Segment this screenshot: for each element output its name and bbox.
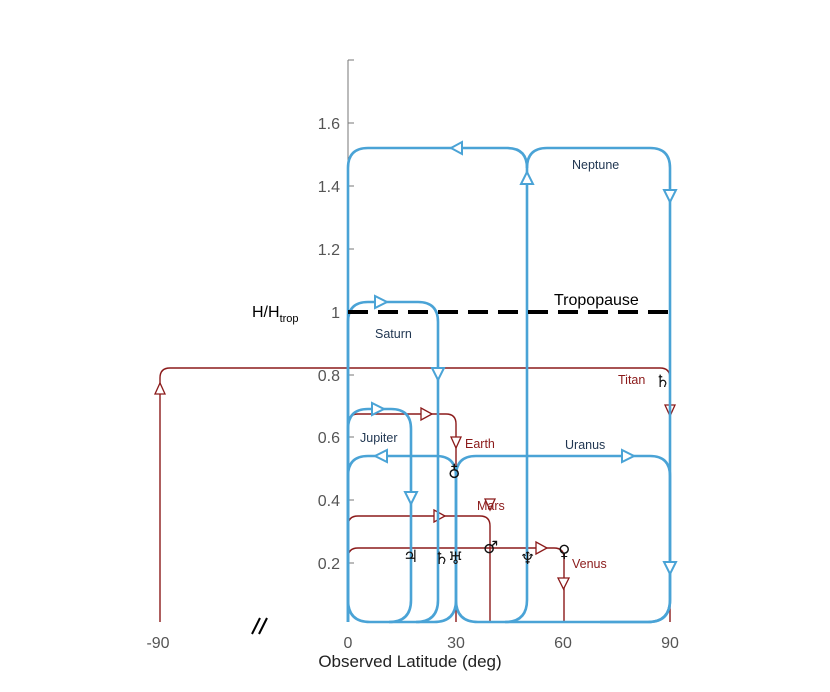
x-tick-label: 60	[554, 635, 572, 652]
saturn-cell	[346, 300, 440, 624]
titan-label: Titan	[618, 373, 645, 387]
jupiter-symbol: ♃	[403, 547, 418, 567]
x-tick-label: 0	[344, 635, 353, 652]
jupiter-label: Jupiter	[360, 431, 398, 445]
venus-label: Venus	[572, 557, 607, 571]
y-tick-label: 1.6	[318, 116, 340, 133]
mars-label: Mars	[477, 499, 505, 513]
tropopause-label: Tropopause	[554, 292, 639, 309]
y-tick-label: 0.6	[318, 430, 340, 447]
y-tick-label: 0.8	[318, 368, 340, 385]
earth-arrow-right	[420, 406, 434, 422]
venus-symbol: ♀	[558, 542, 570, 562]
venus-arrow-down	[556, 577, 571, 591]
neptune-symbol: ♆	[520, 549, 535, 569]
x-axis-title: Observed Latitude (deg)	[318, 652, 501, 671]
neptune-arrow-left	[448, 140, 463, 156]
earth-label: Earth	[465, 437, 495, 451]
neptune-cell-low	[346, 146, 529, 624]
jupiter-arrow-down	[403, 491, 419, 507]
saturn-symbol: ♄	[434, 549, 449, 569]
uranus-cell	[454, 454, 672, 624]
x-tick-label: 30	[447, 635, 465, 652]
mars-arrow-down	[483, 498, 497, 512]
uranus-symbol: ♅	[448, 549, 463, 569]
saturn-label: Saturn	[375, 327, 412, 341]
uranus-arrow-down	[662, 561, 678, 577]
y-axis-title-subscript: trop	[280, 313, 299, 325]
neptune-label: Neptune	[572, 158, 619, 172]
y-tick-label: 0.4	[318, 493, 340, 510]
earth-arrow-down	[449, 436, 463, 450]
neptune-arrow-down	[662, 189, 678, 205]
jupiter-cell-low	[346, 454, 458, 624]
mars-symbol: ♂	[483, 538, 498, 558]
uranus-arrow-right	[621, 448, 637, 464]
uranus-label: Uranus	[565, 438, 605, 452]
earth-symbol: ♁	[448, 463, 460, 483]
neptune-cell-high	[525, 146, 672, 624]
jupiter-arrow-left	[372, 448, 388, 464]
y-tick-label: 1.2	[318, 242, 340, 259]
x-tick-label: 90	[661, 635, 679, 652]
y-tick-label: 1.4	[318, 179, 340, 196]
y-tick-label: 1	[331, 305, 340, 322]
titan-arrow-up	[153, 381, 167, 395]
jupiter-cell-high	[346, 407, 413, 624]
jupiter-arrow-right	[371, 401, 387, 417]
x-tick-label: -90	[146, 635, 169, 652]
saturn-arrow-right	[374, 294, 390, 310]
y-tick-label: 0.2	[318, 556, 340, 573]
mars-arrow-right	[433, 508, 447, 524]
titan-saturn-symbol: ♄	[655, 372, 670, 392]
saturn-arrow-down	[430, 367, 446, 383]
venus-arrow-right	[535, 540, 549, 556]
y-axis-title: H/Htrop	[252, 304, 299, 325]
mars-cell	[347, 515, 491, 622]
axis-break-mark	[251, 617, 268, 635]
neptune-arrow-up	[519, 169, 535, 185]
